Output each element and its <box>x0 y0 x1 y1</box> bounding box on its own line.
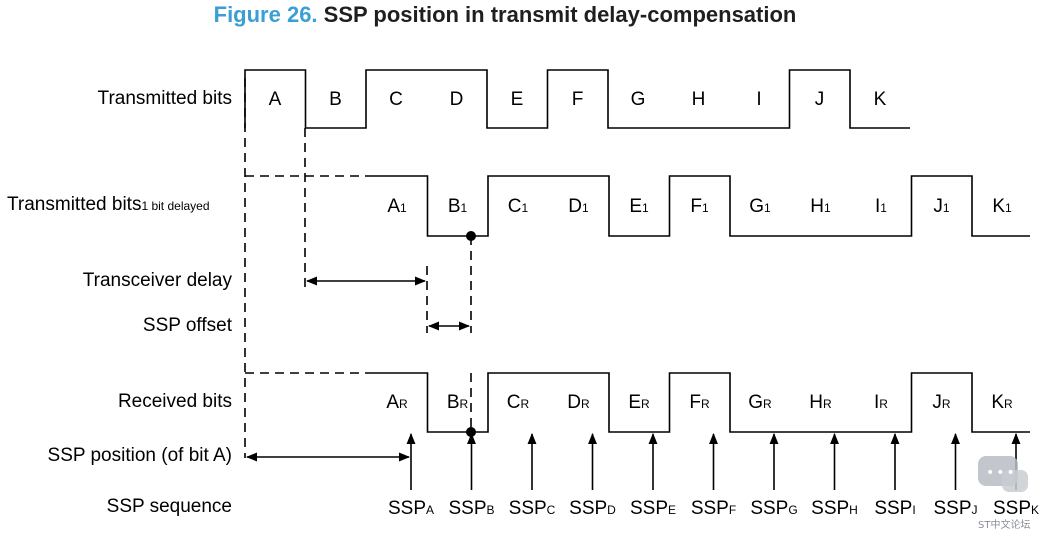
delayed-waveform <box>367 175 1030 237</box>
label-received-bits: Received bits <box>117 391 232 412</box>
ssp-sequence-label: SSPE <box>630 498 676 519</box>
ssp-sequence-label: SSPD <box>569 498 616 519</box>
figure-title: Figure 26. SSP position in transmit dela… <box>0 2 1010 28</box>
received-bit-label: DR <box>567 392 590 413</box>
transmitted-bit-label: I <box>756 89 761 110</box>
ssp-sequence-label: SSPI <box>874 498 915 519</box>
received-bit-label: IR <box>874 392 888 413</box>
received-bit-label: KR <box>991 392 1013 413</box>
transmitted-bit-label: D <box>450 89 464 110</box>
delayed-bit-label: G1 <box>749 196 771 217</box>
transmitted-bit-label: J <box>815 89 825 110</box>
transmitted-bit-label: F <box>572 89 584 110</box>
received-bit-label: AR <box>386 392 408 413</box>
ssp-sequence-label: SSPH <box>811 498 858 519</box>
sample-point-delayed <box>466 231 476 241</box>
transmitted-bit-label: C <box>389 89 403 110</box>
label-transmitted-delayed-sub: 1 bit delayed <box>141 199 210 213</box>
figure-title-text: SSP position in transmit delay-compensat… <box>323 2 797 27</box>
ssp-sequence-label: SSPB <box>448 498 494 519</box>
delayed-bit-label: J1 <box>933 196 950 217</box>
ssp-sequence-label: SSPJ <box>933 498 977 519</box>
received-bit-label: HR <box>809 392 832 413</box>
received-bit-label: ER <box>628 392 650 413</box>
label-transmitted-bits: Transmitted bits <box>97 88 232 109</box>
ssp-sequence-label: SSPG <box>750 498 797 519</box>
delayed-bit-label: B1 <box>448 196 468 217</box>
label-transceiver-delay: Transceiver delay <box>82 270 232 291</box>
transmitted-waveform <box>244 69 910 129</box>
received-bit-label: BR <box>447 392 469 413</box>
delayed-bit-label: E1 <box>629 196 649 217</box>
delayed-bit-label: I1 <box>875 196 887 217</box>
delayed-bit-label: D1 <box>568 196 589 217</box>
received-bit-label: GR <box>748 392 772 413</box>
delayed-bit-label: C1 <box>508 196 529 217</box>
watermark-text: ST中文论坛 <box>978 520 1031 531</box>
label-transmitted-delayed: Transmitted bits1 bit delayed <box>7 194 210 216</box>
delayed-bit-label: K1 <box>992 196 1012 217</box>
received-bit-label: CR <box>507 392 530 413</box>
transmitted-bit-label: E <box>511 89 524 110</box>
label-ssp-position: SSP position (of bit A) <box>47 445 232 466</box>
watermark-logo: ••• ST中文论坛 <box>978 456 1044 536</box>
ssp-sequence-label: SSPC <box>509 498 556 519</box>
label-ssp-offset: SSP offset <box>142 315 232 336</box>
label-ssp-sequence: SSP sequence <box>106 496 232 517</box>
transmitted-bit-label: A <box>269 89 282 110</box>
received-waveform <box>367 372 1030 433</box>
chat-bubble-small-icon <box>1002 470 1028 492</box>
ssp-sequence-label: SSPA <box>388 498 434 519</box>
transmitted-bit-label: B <box>329 89 342 110</box>
figure-number: Figure 26. <box>213 2 318 27</box>
transmitted-bit-label: K <box>874 89 887 110</box>
ssp-sequence-label: SSPK <box>993 498 1039 519</box>
label-transmitted-delayed-main: Transmitted bits <box>7 194 142 215</box>
delayed-bit-label: F1 <box>690 196 709 217</box>
received-bit-label: JR <box>932 392 951 413</box>
received-bit-label: FR <box>689 392 710 413</box>
delayed-bit-label: A1 <box>387 196 407 217</box>
ssp-sequence-label: SSPF <box>691 498 736 519</box>
transmitted-bit-label: H <box>692 89 706 110</box>
transmitted-bit-label: G <box>631 89 646 110</box>
delayed-bit-label: H1 <box>810 196 831 217</box>
